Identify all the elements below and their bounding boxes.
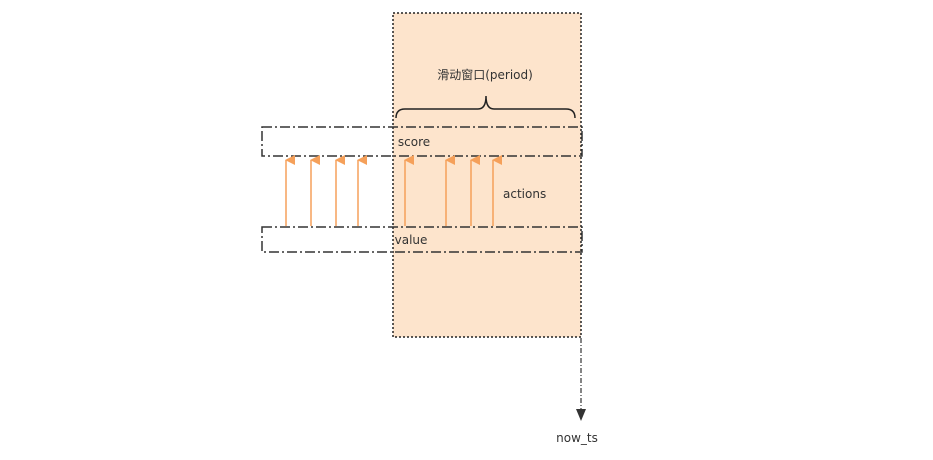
score-box bbox=[261, 126, 583, 157]
window-brace bbox=[395, 95, 576, 119]
now-ts-label: now_ts bbox=[556, 431, 598, 445]
sliding-window-label: 滑动窗口(period) bbox=[437, 68, 533, 82]
value-label: value bbox=[395, 233, 428, 247]
sliding-window-region bbox=[392, 12, 582, 338]
value-box bbox=[261, 226, 583, 253]
score-label: score bbox=[398, 135, 430, 149]
actions-label: actions bbox=[503, 187, 546, 201]
now-ts-arrowhead bbox=[576, 409, 586, 421]
